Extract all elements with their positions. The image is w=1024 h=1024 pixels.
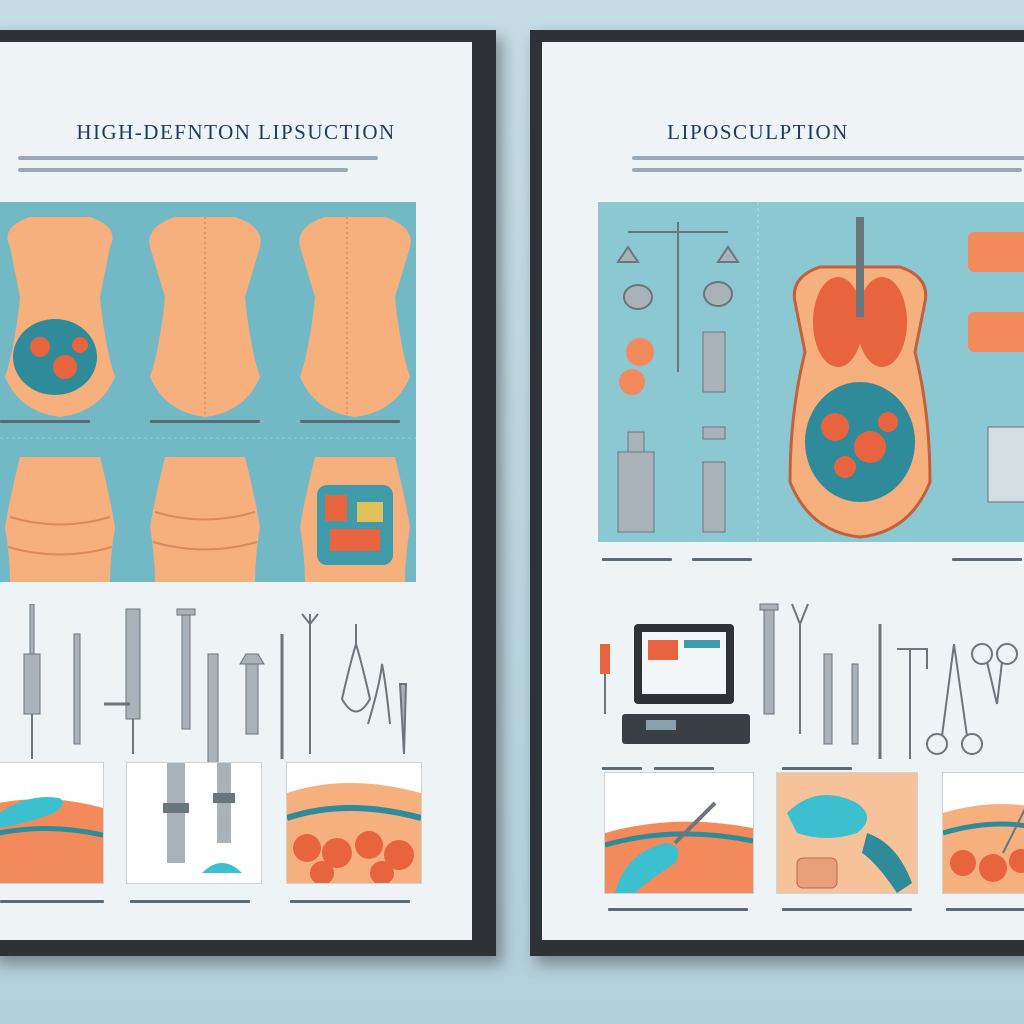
torso-figure-6 [300,457,410,582]
syringe-icon-2 [104,608,141,754]
torso-figure-2 [149,217,261,417]
right-inset-caption-2 [782,908,912,911]
scissors-icon-2 [340,624,372,713]
right-tool-caption-3 [782,767,852,770]
gloved-hand-icon [615,843,679,893]
monitor-icon [622,624,750,744]
cannula-icon-right [759,603,779,715]
left-inset-caption-1 [0,900,104,903]
right-inset-caption-1 [608,908,748,911]
right-inset-3 [942,772,1024,894]
left-inset-3 [286,762,422,884]
right-subtitle-line-2 [632,168,1022,172]
right-inset-2 [776,772,918,894]
left-subtitle-line-1 [18,156,378,160]
left-inset-caption-3 [290,900,410,903]
scissors-icon-right-4 [971,643,1018,705]
right-caption-1 [602,558,672,561]
syringe-icon-right [600,644,610,714]
gloved-hand-icon [0,797,63,828]
left-caption-1 [0,420,90,423]
scissors-icon-right [791,603,809,734]
left-caption-3 [300,420,400,423]
right-tool-caption-1 [602,767,642,770]
cannula-icon-5 [398,683,408,755]
cannula-icon-3 [207,653,219,765]
right-subtitle-line-1 [632,156,1024,160]
canister-icon [617,331,726,533]
right-inset-caption-3 [946,908,1024,911]
scissors-icon [301,613,319,754]
right-anatomy-figures [616,202,1024,542]
cannula-icon-2 [176,608,196,730]
right-poster-title: LIPOSCULPTION [667,120,849,144]
left-poster: HIGH-DEFNTON LIPSUCTION [0,42,472,940]
cannula-icon-right-3 [851,663,859,745]
scissors-icon-right-3 [926,643,983,755]
left-inset-caption-2 [130,900,250,903]
cannula-icon [73,633,81,745]
cannula-icon-right-2 [823,653,833,745]
scissors-icon-3 [367,663,391,725]
left-anatomy-figures [0,217,416,582]
left-poster-title: HIGH-DEFNTON LIPSUCTION [76,120,396,144]
right-tool-caption-2 [654,767,714,770]
right-inset-1 [604,772,754,894]
left-instruments-row [23,604,408,765]
right-caption-3 [952,558,1022,561]
left-subtitle-line-2 [18,168,348,172]
torso-figure-4 [5,457,115,582]
right-frame: LIPOSCULPTION [530,30,1024,956]
right-anatomy-panel [598,202,1024,542]
left-anatomy-panel [0,202,416,582]
torso-figure-3 [299,217,411,417]
syringe-icon [23,604,41,759]
left-caption-2 [150,420,260,423]
left-inset-1 [0,762,104,884]
torso-figure-5 [150,457,260,582]
right-poster: LIPOSCULPTION [542,42,1024,940]
scissors-icon-right-2 [897,648,928,759]
syringe-icon-3 [239,653,265,735]
surgical-lamp-icon [616,222,740,372]
torso-figure-1 [5,217,115,417]
left-inset-2 [126,762,262,884]
torso-figure-center [788,217,932,539]
left-frame: HIGH-DEFNTON LIPSUCTION [0,30,496,956]
right-instruments-row [600,603,1018,759]
right-caption-2 [692,558,752,561]
